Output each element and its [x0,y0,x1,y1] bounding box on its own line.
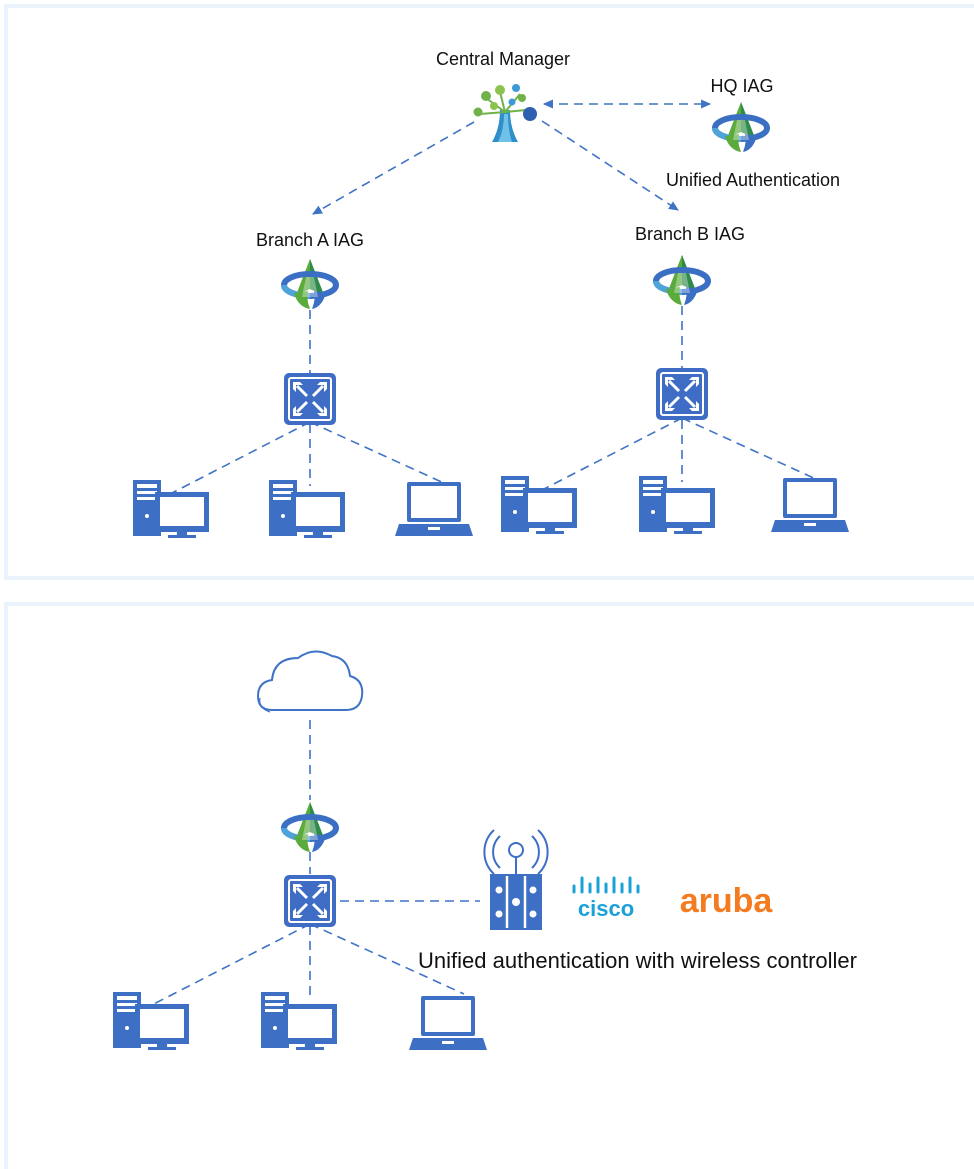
branch-b-iag-label: Branch B IAG [635,224,745,244]
link-switch-desktop-1 [145,923,311,1009]
desktop-2-icon [261,992,337,1050]
branch-b-desktop-2-icon [639,476,715,534]
cloud-icon [257,650,364,713]
cisco-logo: cisco [572,876,640,921]
link-switch-b-laptop [681,417,819,481]
branch-a-gateway-icon [284,259,336,309]
branch-b-gateway-icon [656,255,708,305]
central-manager-icon [473,84,537,142]
switch-icon [282,873,338,929]
branch-b-laptop-icon [771,478,849,532]
link-cm-branch-a [312,121,475,215]
gateway-icon [284,802,336,852]
link-switch-laptop [309,923,465,995]
branch-a-iag-label: Branch A IAG [256,230,364,250]
unified-authentication-label: Unified Authentication [666,170,840,190]
link-switch-a-desktop-1 [169,421,311,495]
bottom-diagram: cisco aruba Unified authentication with … [113,650,857,1050]
hq-iag-label: HQ IAG [710,76,773,96]
wireless-controller-icon [483,829,549,930]
link-switch-b-desktop-1 [541,417,683,491]
cisco-logo-text: cisco [578,896,634,921]
aruba-logo: aruba [680,882,774,920]
branch-a-desktop-2-icon [269,480,345,538]
branch-a-desktop-1-icon [133,480,209,538]
bottom-diagram-panel [4,602,974,1169]
branch-b-switch-icon [654,366,710,422]
branch-a-switch-icon [282,371,338,427]
laptop-icon [409,996,487,1050]
central-manager-label: Central Manager [436,49,570,69]
desktop-1-icon [113,992,189,1050]
wireless-controller-label: Unified authentication with wireless con… [418,948,857,973]
link-switch-a-laptop [309,421,447,485]
link-cm-branch-b [541,120,679,211]
branch-a-laptop-icon [395,482,473,536]
top-diagram: Central Manager HQ IAG Unified Authentic… [133,49,849,538]
hq-iag-gateway-icon [715,102,767,152]
branch-b-desktop-1-icon [501,476,577,534]
